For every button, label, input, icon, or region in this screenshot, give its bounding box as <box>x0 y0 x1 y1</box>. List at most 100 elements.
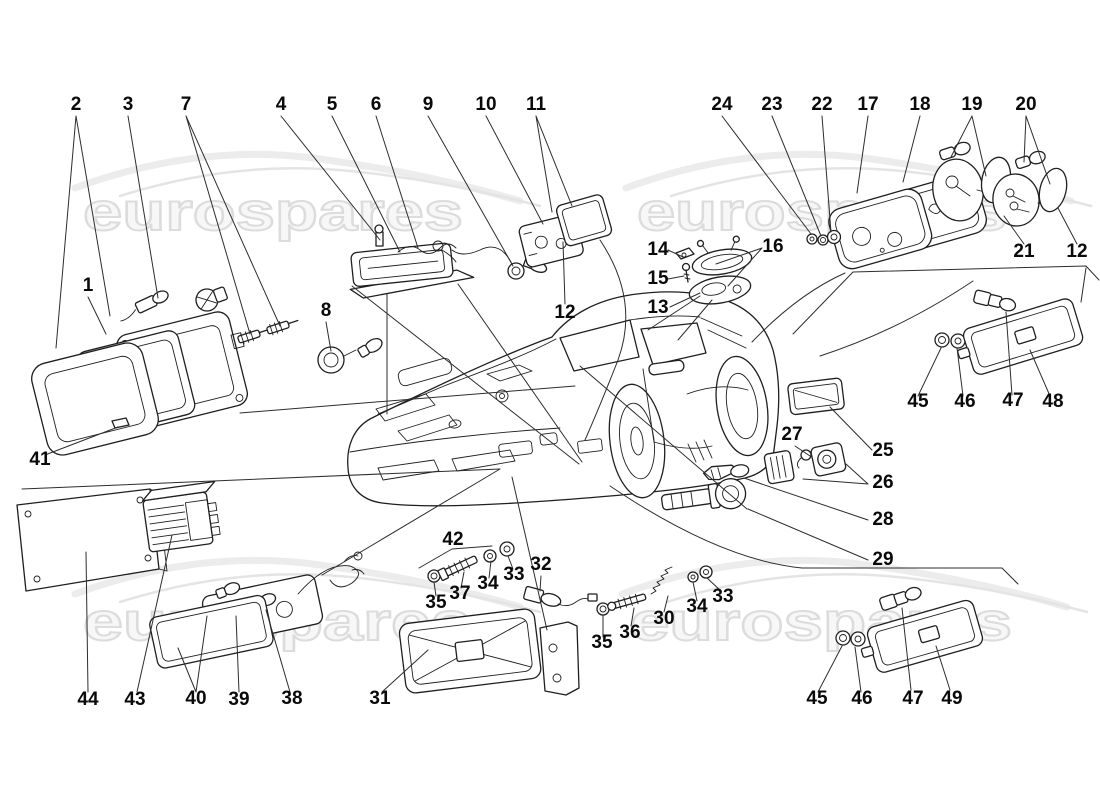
callout-2: 2 <box>71 94 82 115</box>
flasher-relay <box>142 480 221 553</box>
gauge-bulb <box>523 585 562 607</box>
marker-lens <box>860 599 984 673</box>
fuel-cap <box>448 419 462 429</box>
spring <box>650 566 673 595</box>
callout-36: 36 <box>619 622 640 643</box>
callout-13: 13 <box>647 297 668 318</box>
lamp-sockets <box>763 442 847 485</box>
callout-18: 18 <box>909 94 930 115</box>
callout-15: 15 <box>647 268 669 289</box>
headlamp-assembly <box>31 286 383 456</box>
front-side-marker-upper-right <box>934 289 1084 375</box>
lamp-body-inner <box>992 173 1049 227</box>
leaders-courtesy <box>647 247 763 341</box>
interior-lamp-unit <box>349 224 475 299</box>
callout-12: 12 <box>1066 241 1087 262</box>
watermark-swoosh <box>71 556 524 611</box>
leaders-right-middle <box>743 311 1051 561</box>
callout-33: 33 <box>503 564 524 585</box>
rear-wheel <box>715 355 769 457</box>
callout-42: 42 <box>442 529 463 550</box>
callout-40: 40 <box>185 688 206 709</box>
reflector-lens <box>1038 167 1068 213</box>
rear-side-marker-lamp <box>787 377 845 416</box>
turn-signal-bulb <box>215 582 241 599</box>
wedge-bulb <box>702 464 750 481</box>
bulb-socket <box>660 478 747 511</box>
fog-lamp <box>398 608 580 696</box>
callout-35: 35 <box>591 632 613 653</box>
callout-20: 20 <box>1015 94 1036 115</box>
callout-4: 4 <box>276 94 287 115</box>
leaders-top-left <box>44 115 573 456</box>
callout-6: 6 <box>371 94 382 115</box>
callout-17: 17 <box>857 94 878 115</box>
courtesy-lamps <box>675 235 753 305</box>
watermark-swoosh <box>618 556 1071 611</box>
lamp-screw <box>681 262 691 283</box>
hood-badge <box>495 389 509 403</box>
callout-43: 43 <box>124 689 145 710</box>
callout-49: 49 <box>941 688 962 709</box>
bumper-vent <box>451 449 516 472</box>
headlamp-bezel <box>31 342 159 456</box>
callout-3: 3 <box>123 94 134 115</box>
leaders-top-right <box>721 115 1078 245</box>
callout-14: 14 <box>647 239 669 260</box>
windshield <box>559 319 640 372</box>
side-window <box>640 322 707 366</box>
h4-bulb <box>195 286 228 312</box>
lamp-unit-wiring <box>397 243 457 254</box>
callout-34: 34 <box>686 596 708 617</box>
callout-22: 22 <box>811 94 832 115</box>
bezel-tab <box>111 417 130 429</box>
fog-lamp-bracket <box>539 621 580 696</box>
callout-39: 39 <box>228 689 249 710</box>
front-turn-signal <box>149 551 365 669</box>
leaders-bottom-middle <box>418 545 722 638</box>
leader-lines <box>21 115 1100 693</box>
callout-31: 31 <box>369 688 391 709</box>
bulb-socket-cap <box>317 346 357 374</box>
leaders-bottom-left <box>85 534 429 693</box>
adjuster-screw <box>266 319 299 336</box>
turn-signal-wiring <box>297 565 359 595</box>
callout-38: 38 <box>281 688 302 709</box>
callout-45: 45 <box>806 688 828 709</box>
car-silhouette <box>347 291 780 507</box>
callout-12: 12 <box>554 302 575 323</box>
bumper-turn-signals <box>498 432 558 458</box>
front-side-marker-lower-right <box>835 586 984 673</box>
callout-19: 19 <box>961 94 982 115</box>
callout-30: 30 <box>653 608 674 629</box>
callout-34: 34 <box>477 573 499 594</box>
callout-26: 26 <box>872 472 893 493</box>
tail-lamp-lens <box>828 188 933 270</box>
hood-louver <box>397 414 458 442</box>
callout-47: 47 <box>1002 390 1023 411</box>
popup-headlamp <box>397 357 453 387</box>
courtesy-lamp-lens <box>688 275 752 305</box>
callout-45: 45 <box>907 391 929 412</box>
callout-28: 28 <box>872 509 893 530</box>
parts-layer <box>16 141 1084 696</box>
small-bulb <box>357 337 383 358</box>
callout-24: 24 <box>711 94 733 115</box>
marker-lens <box>957 298 1084 375</box>
watermark-swoosh <box>665 573 1089 614</box>
callout-10: 10 <box>475 94 496 115</box>
adjuster-screw <box>237 328 270 345</box>
callout-47: 47 <box>902 688 923 709</box>
callout-46: 46 <box>954 391 975 412</box>
side-marker-lens <box>555 194 613 247</box>
bumper-vent <box>377 459 440 481</box>
callout-33: 33 <box>712 586 733 607</box>
callout-41: 41 <box>29 449 51 470</box>
tail-bulb <box>939 141 971 161</box>
callout-48: 48 <box>1042 391 1063 412</box>
callout-29: 29 <box>872 549 893 570</box>
side-marker-upper <box>518 194 613 268</box>
